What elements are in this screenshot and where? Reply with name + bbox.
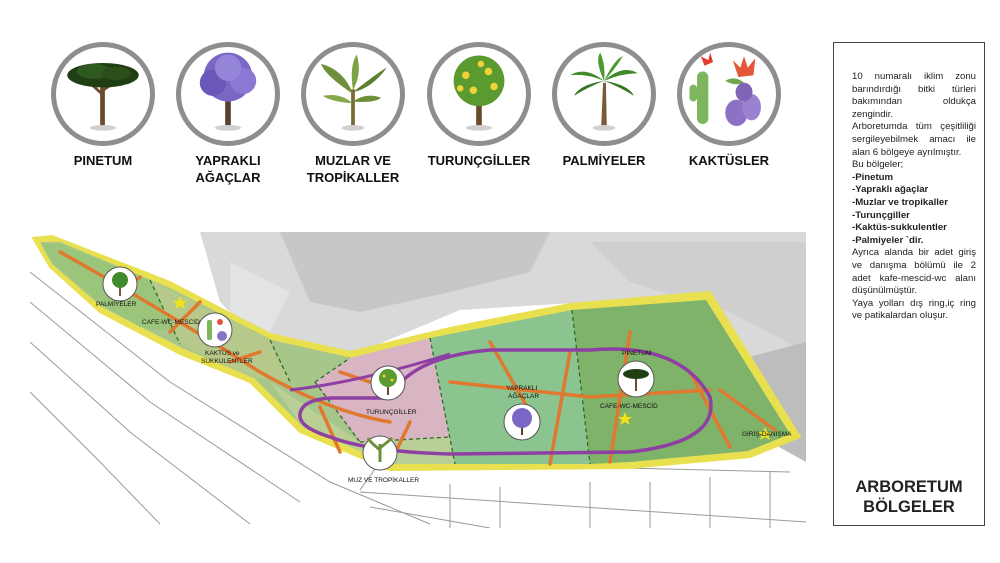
info-paragraph: Bu bölgeler; — [852, 159, 904, 171]
cactus-icon — [689, 52, 761, 126]
info-paragraph: Arboretumda tüm çeşitliliği sergileyebil… — [852, 121, 976, 158]
zone-muz-tropikal — [270, 382, 455, 464]
legend-label-line: PALMİYELER — [562, 153, 646, 168]
facility-markers — [173, 296, 772, 440]
map-label-cafe-1: CAFE-WC-MESCİD — [142, 317, 200, 326]
legend-label: PALMİYELER — [545, 152, 663, 169]
zone-list: -Pinetum -Yapraklı ağaçlar -Muzlar ve tr… — [852, 172, 976, 248]
cafe-wc-mescid-marker-1 — [173, 296, 187, 309]
legend-kaktusler: KAKTÜSLER — [670, 42, 788, 169]
legend-circle — [301, 42, 405, 146]
map-label-kaktus-2: SUKKULENTLER — [201, 358, 253, 365]
zone-pinetum — [572, 300, 790, 464]
legend-label-line: PINETUM — [73, 153, 133, 168]
map-marker-turuncgiller — [370, 365, 406, 401]
palm-tree-icon — [570, 52, 638, 131]
zone-list-item: -Palmiyeler `dir. — [852, 234, 924, 246]
map-label-turuncgiller: TURUNÇGİLLER — [366, 407, 417, 416]
legend-label-line: AĞAÇLAR — [195, 170, 261, 185]
zone-list-item: -Muzlar ve tropikaller — [852, 196, 948, 208]
legend-label: PINETUM — [44, 152, 162, 169]
map-label-muz-tropikaller: MUZ VE TROPİKALLER — [348, 475, 419, 484]
legend-label: YAPRAKLI AĞAÇLAR — [169, 152, 287, 186]
legend-label: KAKTÜSLER — [670, 152, 788, 169]
legend-label-line: YAPRAKLI — [195, 153, 261, 168]
legend-pinetum: PINETUM — [44, 42, 162, 169]
zone-list-item: -Turunçgiller — [852, 209, 910, 221]
zone-list-item: -Kaktüs-sukkulentler — [852, 222, 947, 234]
map-label-kaktus-1: KAKTÜS ve — [205, 349, 240, 357]
legend-label-line: MUZLAR VE — [315, 153, 391, 168]
legend-label: TURUNÇGİLLER — [420, 152, 538, 169]
cafe-wc-mescid-marker-2 — [618, 412, 632, 425]
jacaranda-tree-icon — [199, 52, 257, 131]
map-label-yaprakli-1: YAPRAKLI — [506, 385, 538, 392]
legend-circle — [677, 42, 781, 146]
legend-muzlar-tropikaller: MUZLAR VE TROPİKALLER — [294, 42, 412, 186]
legend-turuncgiller: TURUNÇGİLLER — [420, 42, 538, 169]
inner-ring-connector — [289, 352, 451, 392]
map-label-yaprakli-2: AĞAÇLAR — [508, 391, 539, 400]
map-label-pinetum: PİNETUM — [622, 348, 651, 357]
map-label-palmiyeler: PALMİYELER — [96, 299, 137, 308]
map-marker-palmiyeler — [102, 266, 138, 302]
pine-tree-icon — [67, 62, 139, 131]
map-marker-yaprakli — [503, 403, 541, 441]
map-marker-pinetum — [617, 360, 655, 398]
panel-title-line: ARBORETUM — [855, 478, 963, 496]
legend-circle — [552, 42, 656, 146]
giris-danisma-marker — [758, 427, 772, 440]
info-paragraph: Yaya yolları dış ring,iç ring ve patikal… — [852, 297, 976, 322]
banana-plant-icon — [321, 54, 387, 131]
legend-label-line: TROPİKALLER — [306, 170, 400, 185]
zone-list-item: -Pinetum — [852, 171, 894, 183]
zone-list-item: -Yapraklı ağaçlar — [852, 184, 929, 196]
map-label-giris-danisma: GİRİŞ-DANIŞMA — [742, 429, 792, 438]
legend-yaprakli-agaclar: YAPRAKLI AĞAÇLAR — [169, 42, 287, 186]
map-marker-muz-tropikal — [362, 435, 398, 471]
legend-label-line: TURUNÇGİLLER — [427, 153, 531, 168]
legend-circle — [176, 42, 280, 146]
legend-palmiyeler: PALMİYELER — [545, 42, 663, 169]
map-marker-kaktus — [197, 312, 233, 348]
legend-circle — [51, 42, 155, 146]
panel-title-line: BÖLGELER — [863, 498, 955, 516]
panel-title: ARBORETUM BÖLGELER — [834, 477, 984, 517]
citrus-tree-icon — [453, 55, 505, 131]
info-paragraph: Ayrıca alanda bir adet giriş ve danışma … — [852, 247, 976, 297]
legend-label-line: KAKTÜSLER — [688, 153, 770, 168]
info-paragraph: 10 numaralı iklim zonu barındırdığı bitk… — [852, 71, 976, 120]
map-label-cafe-2: CAFE-WC-MESCİD — [600, 401, 658, 410]
legend-circle — [427, 42, 531, 146]
info-panel: 10 numaralı iklim zonu barındırdığı bitk… — [833, 42, 985, 526]
legend-label: MUZLAR VE TROPİKALLER — [294, 152, 412, 186]
map-labels: PALMİYELER CAFE-WC-MESCİD KAKTÜS ve SUKK… — [96, 299, 792, 484]
site-plan-map: PALMİYELER CAFE-WC-MESCİD KAKTÜS ve SUKK… — [30, 232, 806, 528]
street-lines — [30, 271, 806, 528]
